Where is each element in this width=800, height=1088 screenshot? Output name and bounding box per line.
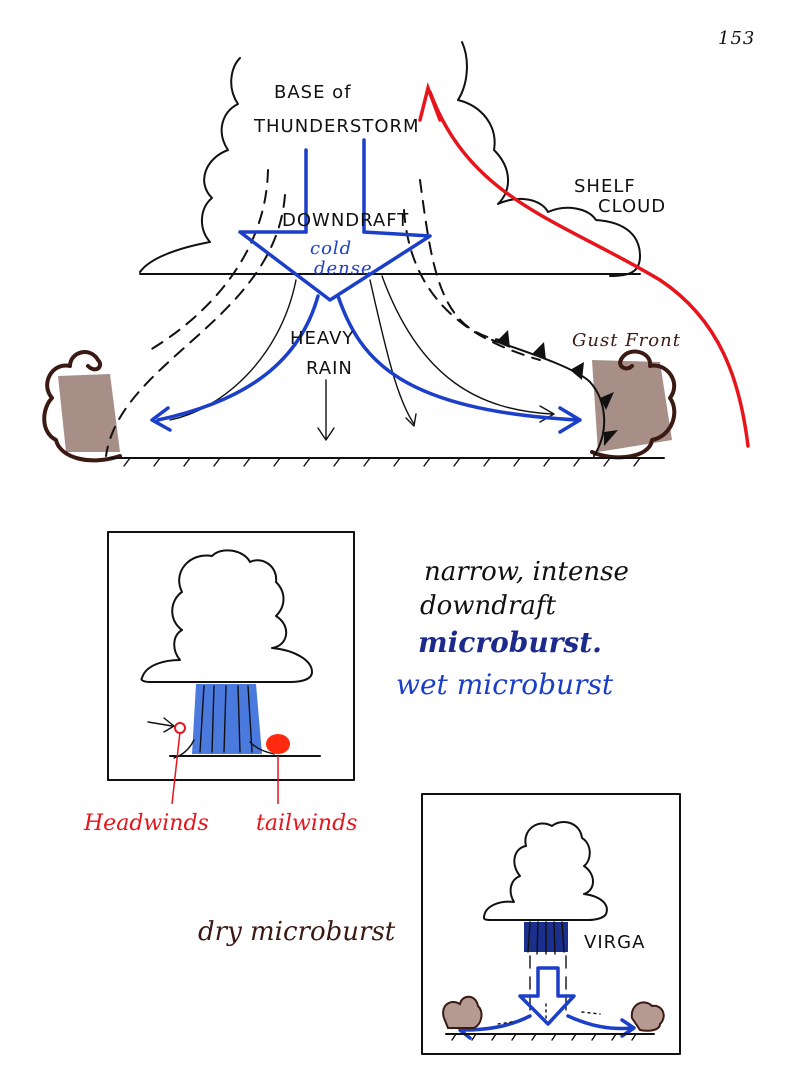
dry-right-gust-cloud [630,1001,665,1032]
rising-air-arrow [418,82,750,448]
page-number: 153 [718,28,755,49]
left-dashed-outflow [149,169,269,351]
note-line1: narrow, intense [424,557,629,587]
heavy-rain-line2: RAIN [306,358,353,379]
base-label-line1: BASE of [274,82,352,103]
dry-dotted-flow [497,1003,601,1025]
dry-microburst-panel: VIRGA dry microburst [198,793,681,1055]
right-dashed-outflow [419,179,501,341]
dry-ground-hatching [451,1033,637,1041]
wet-outflow-right [249,741,275,755]
right-gust-cloud-outline [590,349,677,460]
right-inner-arrowhead [405,413,417,427]
shelf-cloud-line1: SHELF [574,176,636,197]
center-rain-arrowhead [317,427,335,441]
base-label-line2: THUNDERSTORM [253,116,420,137]
dry-panel-frame [421,793,681,1055]
dry-microburst-caption: dry microburst [198,917,396,947]
shelf-cloud-line2: CLOUD [598,196,666,217]
right-gust-cloud-shading [592,360,672,452]
note-line4: wet microburst [396,668,614,701]
gust-front-teeth [496,330,618,446]
downdraft-arrow [150,138,582,434]
left-gust-cloud-shading [58,374,120,452]
note-line3: microburst. [418,626,602,659]
wet-outflow-left [173,739,195,759]
wet-panel-frame [107,531,355,781]
thunderstorm-downdraft-diagram: BASE of THUNDERSTORM DOWNDRAFT cold dens… [42,41,750,467]
wet-rain-shaft [192,684,262,754]
headwinds-label: Headwinds [83,811,209,836]
left-outflow-arrow [169,279,297,421]
virga-label: VIRGA [584,932,645,953]
right-outflow-arrow [381,275,553,415]
wet-microburst-panel: Headwinds tailwinds [83,531,357,836]
tailwinds-label: tailwinds [256,811,357,836]
heavy-rain-line1: HEAVY [290,328,354,349]
headwind-arrow [147,717,175,733]
dense-label: dense [314,258,373,279]
microburst-notes: narrow, intense downdraft microburst. we… [396,557,629,701]
left-dashed-outflow-2 [105,194,286,457]
dry-left-gust-cloud [442,995,483,1029]
headwind-leader [171,731,181,805]
dry-panel-cloud [483,821,608,921]
left-gust-cloud-outline [42,350,122,463]
right-dashed-outflow-2 [403,209,541,361]
gust-front-label: Gust Front [572,330,681,351]
dry-downdraft-arrow [518,966,576,1026]
right-outflow-arrowhead [539,405,555,423]
ground-hatching [123,457,641,467]
cold-label: cold [310,238,352,259]
headwind-marker [174,722,186,734]
note-line2: downdraft [420,591,556,621]
thunderstorm-cloud-outline [139,41,641,277]
downdraft-label: DOWNDRAFT [282,210,409,231]
virga-shaft [524,921,568,955]
tailwind-marker [266,734,290,754]
wet-panel-cloud [140,549,313,683]
gust-front-boundary [491,339,606,457]
